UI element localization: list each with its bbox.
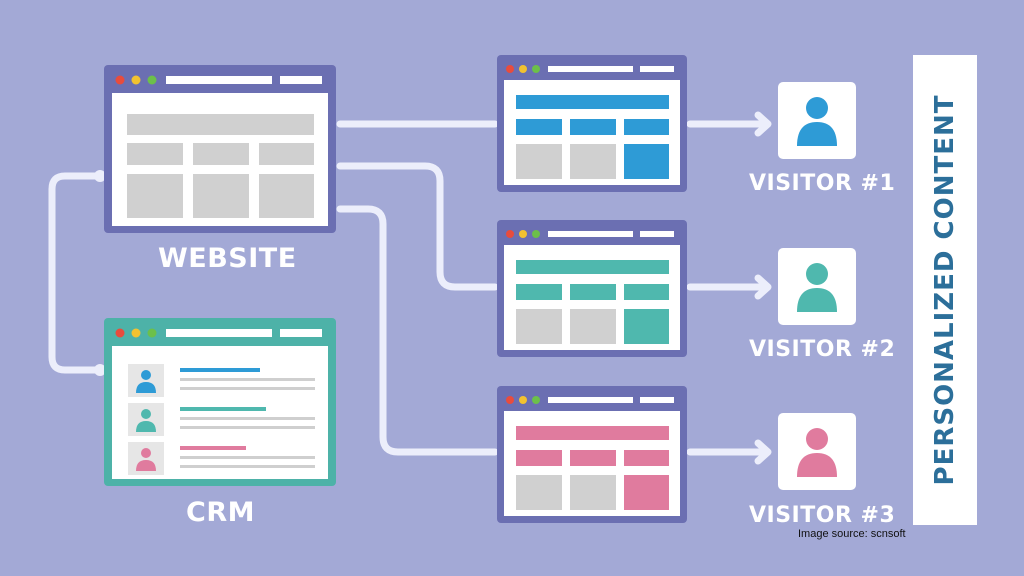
highlight-block [624,144,669,179]
crm-line [180,446,246,450]
connector-website-crm [48,172,104,374]
website-label: WEBSITE [158,243,297,274]
nav-block [570,119,616,135]
crm-window [104,318,336,486]
content-block [570,475,616,510]
window-dot-yellow-icon [519,230,527,238]
content-block [127,114,314,135]
visitor-card-3 [778,413,856,490]
address-bar-end [280,329,322,337]
window-dot-red-icon [506,65,514,73]
visitor-card-2 [778,248,856,325]
highlight-block [624,475,669,510]
address-bar-end [280,76,322,84]
highlight-block [624,309,669,344]
personalized-page-3 [497,386,687,523]
window-dot-red-icon [506,230,514,238]
address-bar [166,76,272,84]
visitor-2-label: VISITOR #2 [749,337,896,362]
personalized-content-panel: PERSONALIZED CONTENT [913,55,977,525]
connector-dot [94,170,106,182]
window-dot-green-icon [147,75,157,85]
arrow-right-icon [754,111,772,137]
user-icon [797,428,837,477]
banner-block [516,426,669,440]
visitor-3-label: VISITOR #3 [749,503,896,528]
content-block [516,144,562,179]
nav-block [516,284,562,300]
address-bar-end [640,231,674,237]
personalized-page-1 [497,55,687,192]
nav-block [570,284,616,300]
content-block [193,174,249,218]
address-bar [548,397,633,403]
address-bar [166,329,272,337]
user-icon [136,370,156,393]
website-window [104,65,336,233]
content-block [516,309,562,344]
window-dot-green-icon [532,65,540,73]
banner-block [516,260,669,274]
connectors [48,111,772,465]
arrow-right-icon [754,439,772,465]
crm-line [180,407,266,411]
arrow-right-icon [754,274,772,300]
crm-line [180,387,315,390]
window-dot-red-icon [506,396,514,404]
connector-website-visitor2 [336,162,499,291]
crm-line [180,417,315,420]
visitor-card [778,82,856,159]
nav-block [624,450,669,466]
address-bar-end [640,397,674,403]
window-dot-green-icon [532,230,540,238]
crm-line [180,426,315,429]
content-block [127,174,183,218]
banner-block [516,95,669,109]
window-dot-yellow-icon [519,396,527,404]
window-dot-yellow-icon [519,65,527,73]
visitor-card [778,413,856,490]
connector-dot [94,364,106,376]
personalized-content-label: PERSONALIZED CONTENT [930,94,960,486]
content-block [193,143,249,165]
crm-line [180,368,260,372]
crm-line [180,456,315,459]
personalized-page-2 [497,220,687,357]
crm-line [180,465,315,468]
window-dot-red-icon [115,328,125,338]
nav-block [516,450,562,466]
crm-line [180,378,315,381]
window-dot-green-icon [147,328,157,338]
visitor-card-1 [778,82,856,159]
nav-block [570,450,616,466]
connector-website-visitor3 [336,205,499,456]
crm-label: CRM [186,497,255,528]
user-icon [797,97,837,146]
window-dot-yellow-icon [131,75,141,85]
user-icon [136,448,156,471]
address-bar-end [640,66,674,72]
content-block [259,174,314,218]
address-bar [548,66,633,72]
user-icon [797,263,837,312]
window-dot-green-icon [532,396,540,404]
visitor-1-label: VISITOR #1 [749,171,896,196]
content-block [259,143,314,165]
user-icon [136,409,156,432]
visitor-card [778,248,856,325]
nav-block [624,284,669,300]
nav-block [624,119,669,135]
content-block [516,475,562,510]
address-bar [548,231,633,237]
content-block [570,144,616,179]
nav-block [516,119,562,135]
image-source-caption: Image source: scnsoft [798,528,906,540]
content-block [570,309,616,344]
window-dot-red-icon [115,75,125,85]
window-dot-yellow-icon [131,328,141,338]
content-block [127,143,183,165]
